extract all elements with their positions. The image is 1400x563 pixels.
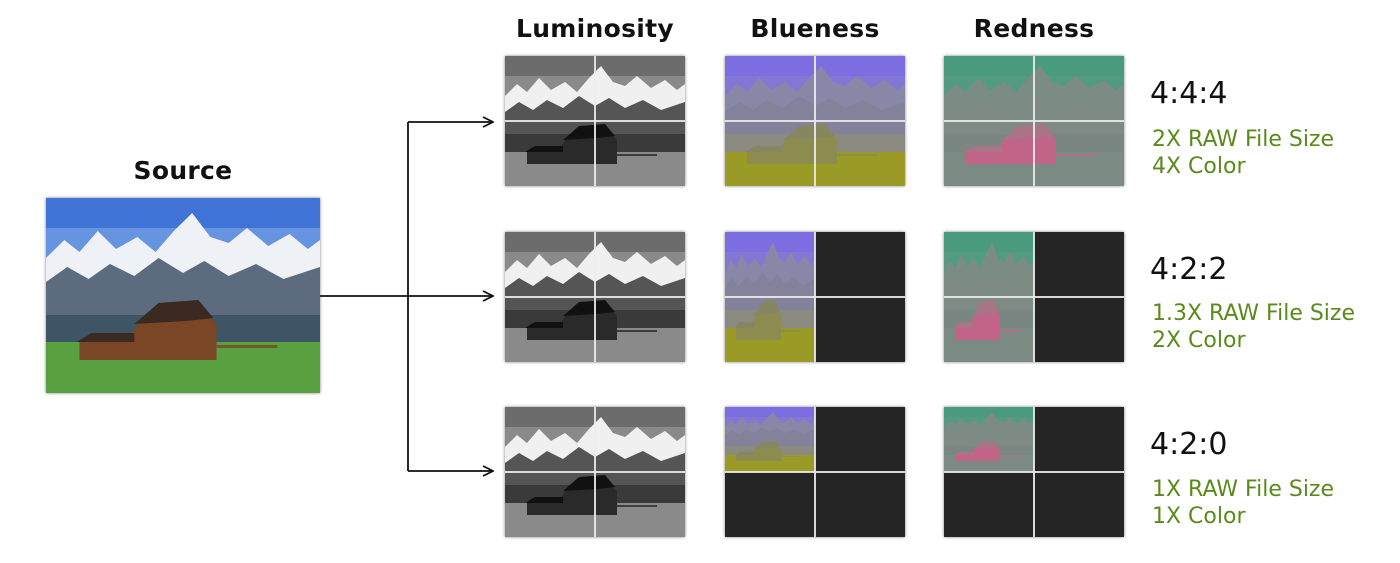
source-image <box>46 198 320 393</box>
lum-grid-444 <box>505 56 685 186</box>
scene-image <box>725 407 815 472</box>
ratio-420: 4:2:0 <box>1150 427 1228 462</box>
grid-line-horizontal <box>725 471 905 473</box>
grid-line-horizontal <box>505 120 685 122</box>
red-grid-422 <box>944 232 1124 362</box>
grid-line-horizontal <box>725 120 905 122</box>
grid-line-horizontal <box>505 471 685 473</box>
color-amount: 4X Color <box>1152 154 1246 179</box>
scene-image <box>944 407 1034 472</box>
file-size: 1.3X RAW File Size <box>1152 301 1356 326</box>
blue-grid-444 <box>725 56 905 186</box>
grid-line-horizontal <box>944 296 1124 298</box>
grid-line-horizontal <box>505 296 685 298</box>
scene-image <box>944 232 1034 362</box>
column-header-luminosity: Luminosity <box>515 14 675 43</box>
ratio-444: 4:4:4 <box>1150 76 1228 111</box>
color-amount: 1X Color <box>1152 504 1246 529</box>
column-header-redness: Redness <box>973 14 1095 43</box>
red-grid-420 <box>944 407 1124 537</box>
grid-line-horizontal <box>944 120 1124 122</box>
column-header-blueness: Blueness <box>750 14 880 43</box>
color-amount: 2X Color <box>1152 328 1246 353</box>
red-grid-444 <box>944 56 1124 186</box>
scene-image <box>46 198 320 393</box>
file-size: 2X RAW File Size <box>1152 127 1335 152</box>
grid-line-horizontal <box>725 296 905 298</box>
ratio-422: 4:2:2 <box>1150 252 1228 287</box>
file-size: 1X RAW File Size <box>1152 477 1335 502</box>
lum-grid-420 <box>505 407 685 537</box>
scene-image <box>725 232 815 362</box>
source-label: Source <box>133 156 233 185</box>
grid-line-horizontal <box>944 471 1124 473</box>
lum-grid-422 <box>505 232 685 362</box>
blue-grid-420 <box>725 407 905 537</box>
blue-grid-422 <box>725 232 905 362</box>
